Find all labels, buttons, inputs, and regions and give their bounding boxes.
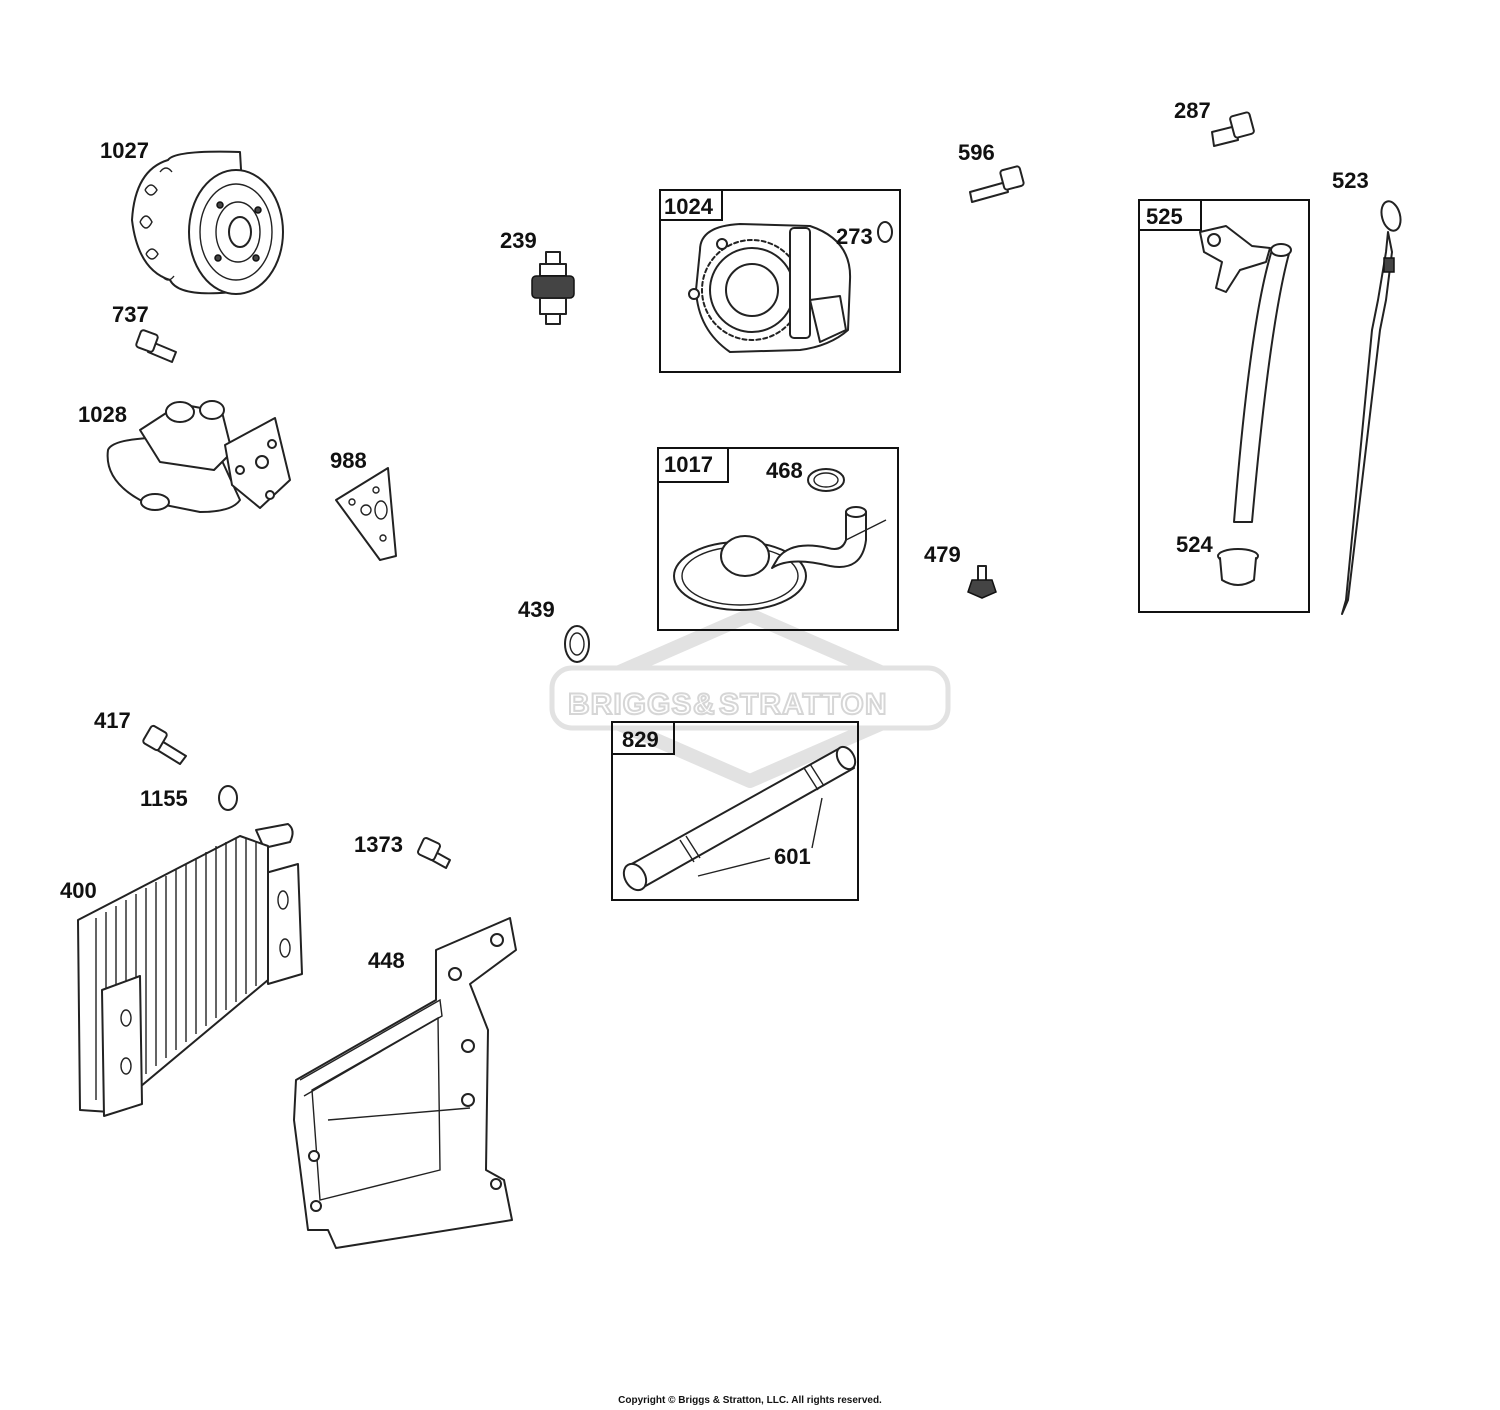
kit-box-829 [611, 721, 859, 901]
watermark-ampersand: & [693, 688, 716, 721]
label-468: 468 [766, 458, 803, 483]
kit-box-1024 [659, 189, 901, 373]
label-287: 287 [1174, 98, 1211, 123]
label-1373: 1373 [354, 832, 403, 857]
copyright-notice: Copyright © Briggs & Stratton, LLC. All … [618, 1395, 882, 1406]
kit-tag-1024 [659, 189, 723, 221]
oil-cooler-part[interactable] [77, 823, 303, 1117]
kit-box-525 [1138, 199, 1310, 613]
oring-273-part[interactable] [877, 221, 893, 243]
filter-adapter-part[interactable] [106, 400, 291, 513]
bracket-part[interactable] [293, 917, 517, 1249]
label-601: 601 [774, 844, 811, 869]
kit-label-525: 525 [1146, 204, 1183, 229]
bolt-596-part[interactable] [969, 165, 1025, 203]
gasket-988-part[interactable] [335, 467, 397, 561]
bolt-737-part[interactable] [135, 329, 177, 363]
kit-tag-829 [611, 721, 675, 755]
bolt-287-part[interactable] [1211, 111, 1255, 147]
oil-pickup-part[interactable] [673, 506, 887, 611]
label-1155: 1155 [140, 786, 188, 811]
oil-pump-part[interactable] [688, 223, 852, 353]
oil-filter-part[interactable] [131, 150, 284, 295]
label-479: 479 [924, 542, 961, 567]
label-239: 239 [500, 228, 537, 253]
kit-tag-525 [1138, 199, 1202, 231]
kit-tag-1017 [657, 447, 729, 483]
label-988: 988 [330, 448, 367, 473]
dipstick-tube-part[interactable] [1199, 225, 1292, 523]
washer-439-part[interactable] [564, 625, 590, 663]
kit-label-829: 829 [622, 727, 659, 752]
grommet-524-part[interactable] [1217, 548, 1259, 586]
label-417: 417 [94, 708, 131, 733]
label-596: 596 [958, 140, 995, 165]
label-400: 400 [60, 878, 97, 903]
label-448: 448 [368, 948, 405, 973]
pressure-switch-part[interactable] [531, 251, 575, 325]
label-524: 524 [1176, 532, 1213, 557]
bolt-417-part[interactable] [142, 724, 187, 765]
label-273: 273 [836, 224, 873, 249]
briggs-stratton-watermark: BRIGGS & STRATTON [549, 608, 951, 788]
hose-part[interactable] [619, 744, 859, 895]
oring-1155-part[interactable] [218, 785, 238, 811]
screw-479-part[interactable] [967, 565, 997, 599]
label-523: 523 [1332, 168, 1369, 193]
screw-1373-part[interactable] [417, 837, 451, 869]
label-737: 737 [112, 302, 149, 327]
kit-box-1017 [657, 447, 899, 631]
watermark-stratton: STRATTON [719, 688, 888, 721]
label-1028: 1028 [78, 402, 127, 427]
dipstick-part[interactable] [1341, 199, 1404, 615]
watermark-briggs: BRIGGS [568, 688, 692, 721]
label-1027: 1027 [100, 138, 149, 163]
kit-label-1024: 1024 [664, 194, 714, 219]
kit-label-1017: 1017 [664, 452, 713, 477]
label-439: 439 [518, 597, 555, 622]
oring-468-part[interactable] [807, 468, 845, 492]
